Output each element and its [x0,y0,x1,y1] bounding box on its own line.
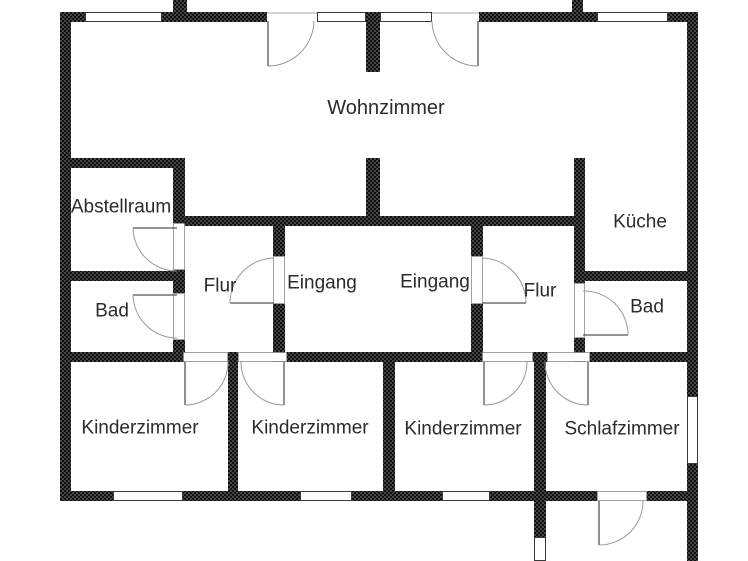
door-arcs [132,20,644,546]
wall [228,362,238,491]
room-label-flur-left: Flur [203,275,237,297]
wall [534,362,546,537]
wall [287,352,482,362]
door-arc [481,257,527,304]
wall [183,491,300,501]
room-label-kinderzimmer-1: Kinderzimmer [81,417,199,439]
window [300,491,352,501]
window [534,537,546,561]
room-label-abstellraum: Abstellraum [70,196,172,218]
wall [366,158,380,226]
wall [60,271,185,281]
wall [383,362,395,491]
wall [60,491,113,501]
room-label-kinderzimmer-2: Kinderzimmer [251,417,369,439]
wall [479,12,597,22]
door-arc [431,20,479,67]
room-label-bad-left: Bad [95,300,129,322]
window [317,12,366,22]
wall [60,12,71,501]
chimney-stub [173,0,187,12]
door-threshold [547,352,590,362]
door-threshold [482,352,533,362]
wall [173,158,185,223]
wall [533,352,547,362]
room-label-eingang-left: Eingang [287,272,357,294]
chimney-stub [572,0,583,12]
door-arc [184,361,229,406]
wall [228,352,238,362]
room-label-bad-right: Bad [630,296,664,318]
room-label-wohnzimmer: Wohnzimmer [327,97,445,119]
window [113,491,183,501]
window [442,491,490,501]
wall [366,12,380,72]
room-label-kinderzimmer-3: Kinderzimmer [404,418,522,440]
wall [574,338,585,362]
wall [60,158,185,168]
wall [352,491,442,501]
door-arc [267,20,315,67]
door-threshold [574,283,585,338]
door-arc [598,500,644,546]
wall [173,270,185,293]
wall [471,216,483,256]
door-thresholds [173,12,647,501]
door-arc [132,294,178,339]
door-arc [229,257,275,304]
wall [273,216,285,256]
room-label-kueche: Küche [613,211,667,233]
door-threshold [238,352,287,362]
window [85,12,162,22]
window [380,12,432,22]
walls [60,0,698,561]
door-threshold [273,256,285,304]
window [687,396,698,464]
door-threshold [183,352,228,362]
wall [162,12,267,22]
door-threshold [173,293,185,340]
wall [60,352,183,362]
door-arc [582,290,629,336]
wall [687,464,698,561]
window [597,12,668,22]
wall [590,352,698,362]
wall [273,304,285,362]
wall [647,491,698,501]
door-arc [240,361,285,406]
door-arc [132,227,178,272]
wall [574,271,698,281]
wall [471,304,483,362]
room-label-flur-right: Flur [523,280,557,302]
door-threshold [173,223,185,270]
room-label-eingang-right: Eingang [400,271,470,293]
door-threshold [471,256,483,304]
door-arc [483,361,528,406]
wall [574,158,585,283]
door-threshold [597,491,647,501]
wall [60,12,85,22]
room-label-schlafzimmer: Schlafzimmer [564,418,680,440]
wall [173,340,185,362]
door-arc [544,361,589,406]
door-leaves [133,21,628,545]
wall [687,12,698,396]
windows [85,12,698,561]
wall [668,12,698,22]
